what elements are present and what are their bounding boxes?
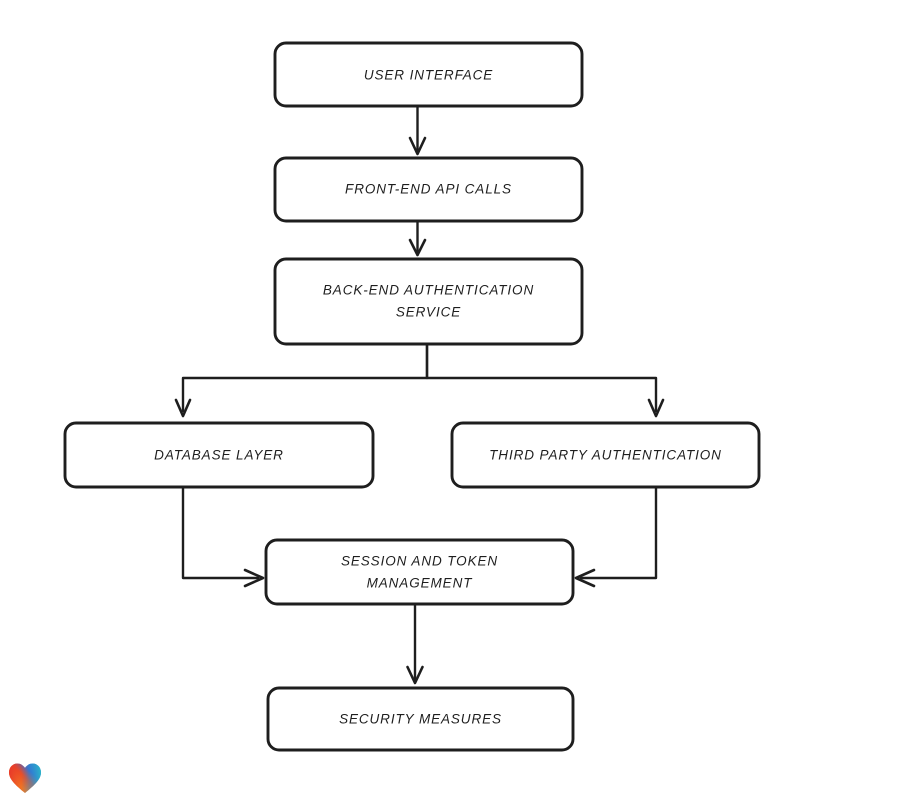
node-database-layer[interactable]: DATABASE LAYER [63, 421, 375, 489]
node-back-end-authentication-service-label-line1: BACK-END AUTHENTICATION [323, 283, 534, 298]
node-front-end-api-calls-box[interactable] [273, 156, 584, 223]
node-user-interface-box[interactable] [273, 41, 584, 108]
edge-ui-to-api [408, 104, 427, 156]
node-third-party-authentication[interactable]: THIRD PARTY AUTHENTICATION [450, 421, 761, 489]
node-third-party-authentication-box[interactable] [450, 421, 761, 489]
node-security-measures-label: SECURITY MEASURES [339, 712, 502, 727]
node-third-party-authentication-label: THIRD PARTY AUTHENTICATION [489, 448, 722, 463]
edge-session-to-security [406, 602, 424, 685]
node-back-end-authentication-service-box[interactable] [273, 257, 584, 346]
node-database-layer-label: DATABASE LAYER [154, 448, 284, 463]
node-session-and-token-management-label-line2: MANAGEMENT [367, 576, 474, 591]
node-security-measures[interactable]: SECURITY MEASURES [266, 686, 575, 752]
node-database-layer-box[interactable] [63, 421, 375, 489]
edge-backend-to-third-party [425, 342, 665, 418]
edge-backend-to-database [174, 342, 429, 418]
node-session-and-token-management-box[interactable] [264, 538, 575, 606]
edge-third-party-to-session [574, 485, 658, 588]
node-user-interface-label: USER INTERFACE [364, 68, 493, 83]
node-front-end-api-calls-label: FRONT-END API CALLS [345, 182, 512, 197]
node-back-end-authentication-service[interactable]: BACK-END AUTHENTICATION SERVICE [273, 257, 584, 346]
node-session-and-token-management[interactable]: SESSION AND TOKEN MANAGEMENT [264, 538, 575, 606]
node-session-and-token-management-label-line1: SESSION AND TOKEN [341, 554, 498, 569]
edge-api-to-backend [408, 219, 427, 257]
node-user-interface[interactable]: USER INTERFACE [273, 41, 584, 108]
heart-icon[interactable] [8, 762, 42, 794]
edge-database-to-session [181, 485, 265, 588]
heart-icon-wrapper[interactable] [8, 762, 42, 794]
node-front-end-api-calls[interactable]: FRONT-END API CALLS [273, 156, 584, 223]
node-security-measures-box[interactable] [266, 686, 575, 752]
node-back-end-authentication-service-label-line2: SERVICE [396, 305, 461, 320]
